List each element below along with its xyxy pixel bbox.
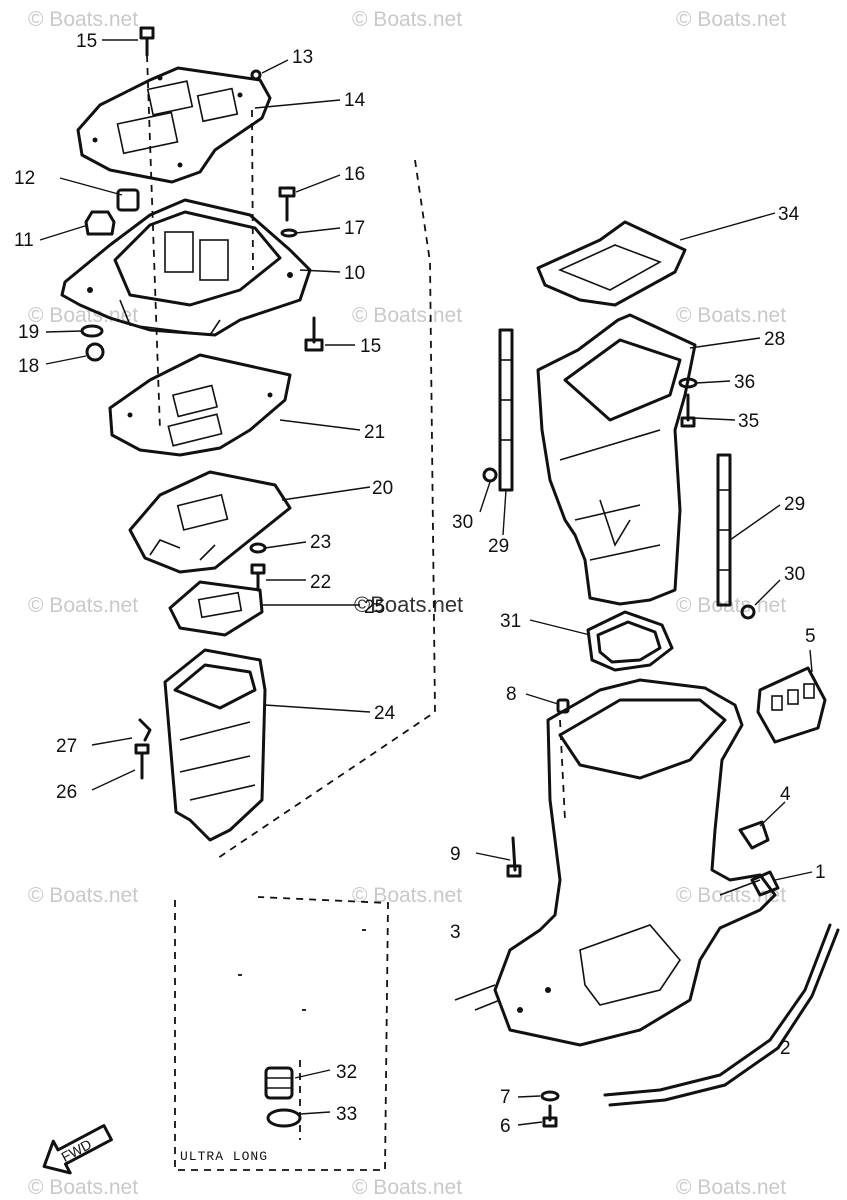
callout-27: 27	[56, 736, 77, 757]
callout-16: 16	[344, 164, 365, 185]
watermark-center: ©Boats.net	[354, 592, 463, 617]
callout-26: 26	[56, 782, 77, 803]
muffler-24	[163, 648, 267, 842]
callout-9: 9	[450, 844, 461, 865]
washer-7	[540, 1090, 560, 1102]
plug-8	[556, 698, 570, 714]
exhaust-guide-10	[60, 198, 312, 337]
stud-29-left	[498, 328, 514, 492]
callout-7: 7	[500, 1087, 511, 1108]
watermark: © Boats.net	[352, 884, 462, 907]
fwd-arrow-icon: FWD	[42, 1124, 113, 1175]
gasket-31	[586, 610, 674, 672]
callout-18: 18	[18, 356, 39, 377]
callout-5: 5	[805, 626, 816, 647]
callout-1: 1	[815, 862, 826, 883]
callout-32: 34	[778, 204, 800, 225]
upper-gasket-14	[76, 66, 272, 184]
washer-13	[250, 69, 262, 81]
callout-3: 3	[450, 922, 461, 943]
callout-33: 35	[738, 411, 759, 432]
callout-31: 31	[500, 611, 521, 632]
watermark: © Boats.net	[676, 1176, 786, 1199]
bolt-33	[680, 393, 696, 428]
callout-13: 13	[292, 47, 313, 68]
callout-29-right: 29	[784, 494, 805, 515]
leader-lines	[39, 39, 813, 1126]
callout-24: 24	[374, 703, 396, 724]
callout-10: 10	[344, 263, 365, 284]
watermark: © Boats.net	[28, 304, 138, 327]
exhaust-manifold-20	[128, 470, 292, 574]
ultra-long-inset: ULTRA LONG	[174, 896, 389, 1171]
plug-12	[116, 188, 140, 212]
callout-19: 19	[18, 322, 39, 343]
gasket-21	[108, 353, 292, 457]
bolt-15-top	[139, 26, 155, 57]
bracket-4	[738, 820, 770, 850]
callout-12: 12	[14, 168, 35, 189]
callout-4: 4	[780, 784, 791, 805]
nut-18	[85, 342, 105, 362]
rubber-seal-2	[603, 923, 840, 1107]
bolt-26	[134, 743, 150, 780]
nut-30-right	[740, 604, 756, 620]
bolt-16	[278, 186, 296, 222]
grommet-5	[756, 666, 827, 744]
bolt-22	[250, 563, 266, 592]
callout-15-mid: 15	[360, 336, 381, 357]
callout-2: 2	[780, 1038, 791, 1059]
washer-17	[280, 228, 298, 238]
washer-19	[80, 324, 104, 338]
plate-36	[266, 1108, 302, 1128]
upper-casing-3	[454, 678, 777, 1047]
callout-28: 28	[764, 329, 785, 350]
watermark: © Boats.net	[28, 884, 138, 907]
watermark: © Boats.net	[28, 594, 138, 617]
callout-22: 22	[310, 572, 331, 593]
callout-30-left: 30	[452, 512, 473, 533]
callout-11: 11	[14, 230, 34, 251]
callout-21: 21	[364, 422, 385, 443]
callout-30-right: 30	[784, 564, 805, 585]
callout-25: 25	[364, 597, 385, 618]
gasket-32	[536, 220, 687, 307]
callout-29-left: 29	[488, 536, 509, 557]
stud-29-right	[716, 453, 732, 607]
watermark-layer: © Boats.net © Boats.net © Boats.net © Bo…	[28, 8, 786, 1199]
nut-30-left	[482, 467, 498, 483]
callout-20: 20	[372, 478, 393, 499]
watermark: © Boats.net	[28, 8, 138, 31]
clip-27	[138, 718, 152, 742]
oil-pan-28	[536, 313, 697, 606]
gasket-25	[168, 580, 264, 637]
watermark: © Boats.net	[352, 8, 462, 31]
watermark: © Boats.net	[352, 1176, 462, 1199]
watermark: © Boats.net	[28, 1176, 138, 1199]
watermark: © Boats.net	[676, 304, 786, 327]
callout-14: 14	[344, 90, 366, 111]
watermark: © Boats.net	[352, 304, 462, 327]
callout-23: 23	[310, 532, 331, 553]
spacer-35	[264, 1066, 294, 1100]
bolt-6	[542, 1104, 558, 1128]
bolt-15-mid	[304, 316, 324, 352]
callout-8: 8	[506, 684, 517, 705]
watermark: © Boats.net	[676, 8, 786, 31]
bracket-1	[750, 870, 780, 897]
callout-15: 15	[76, 31, 97, 52]
callout-6: 6	[500, 1116, 511, 1137]
callout-labels: 15 13 14 12 11 16 17 10 15 19 18 21 20 2…	[14, 31, 826, 1137]
callout-34: 36	[734, 372, 755, 393]
callout-17: 17	[344, 218, 365, 239]
callout-36: 33	[336, 1104, 357, 1125]
cap-11	[84, 210, 116, 236]
bolt-9	[506, 836, 522, 878]
callout-35: 32	[336, 1062, 357, 1083]
washer-23	[249, 542, 267, 554]
inset-label: ULTRA LONG	[180, 1149, 268, 1164]
